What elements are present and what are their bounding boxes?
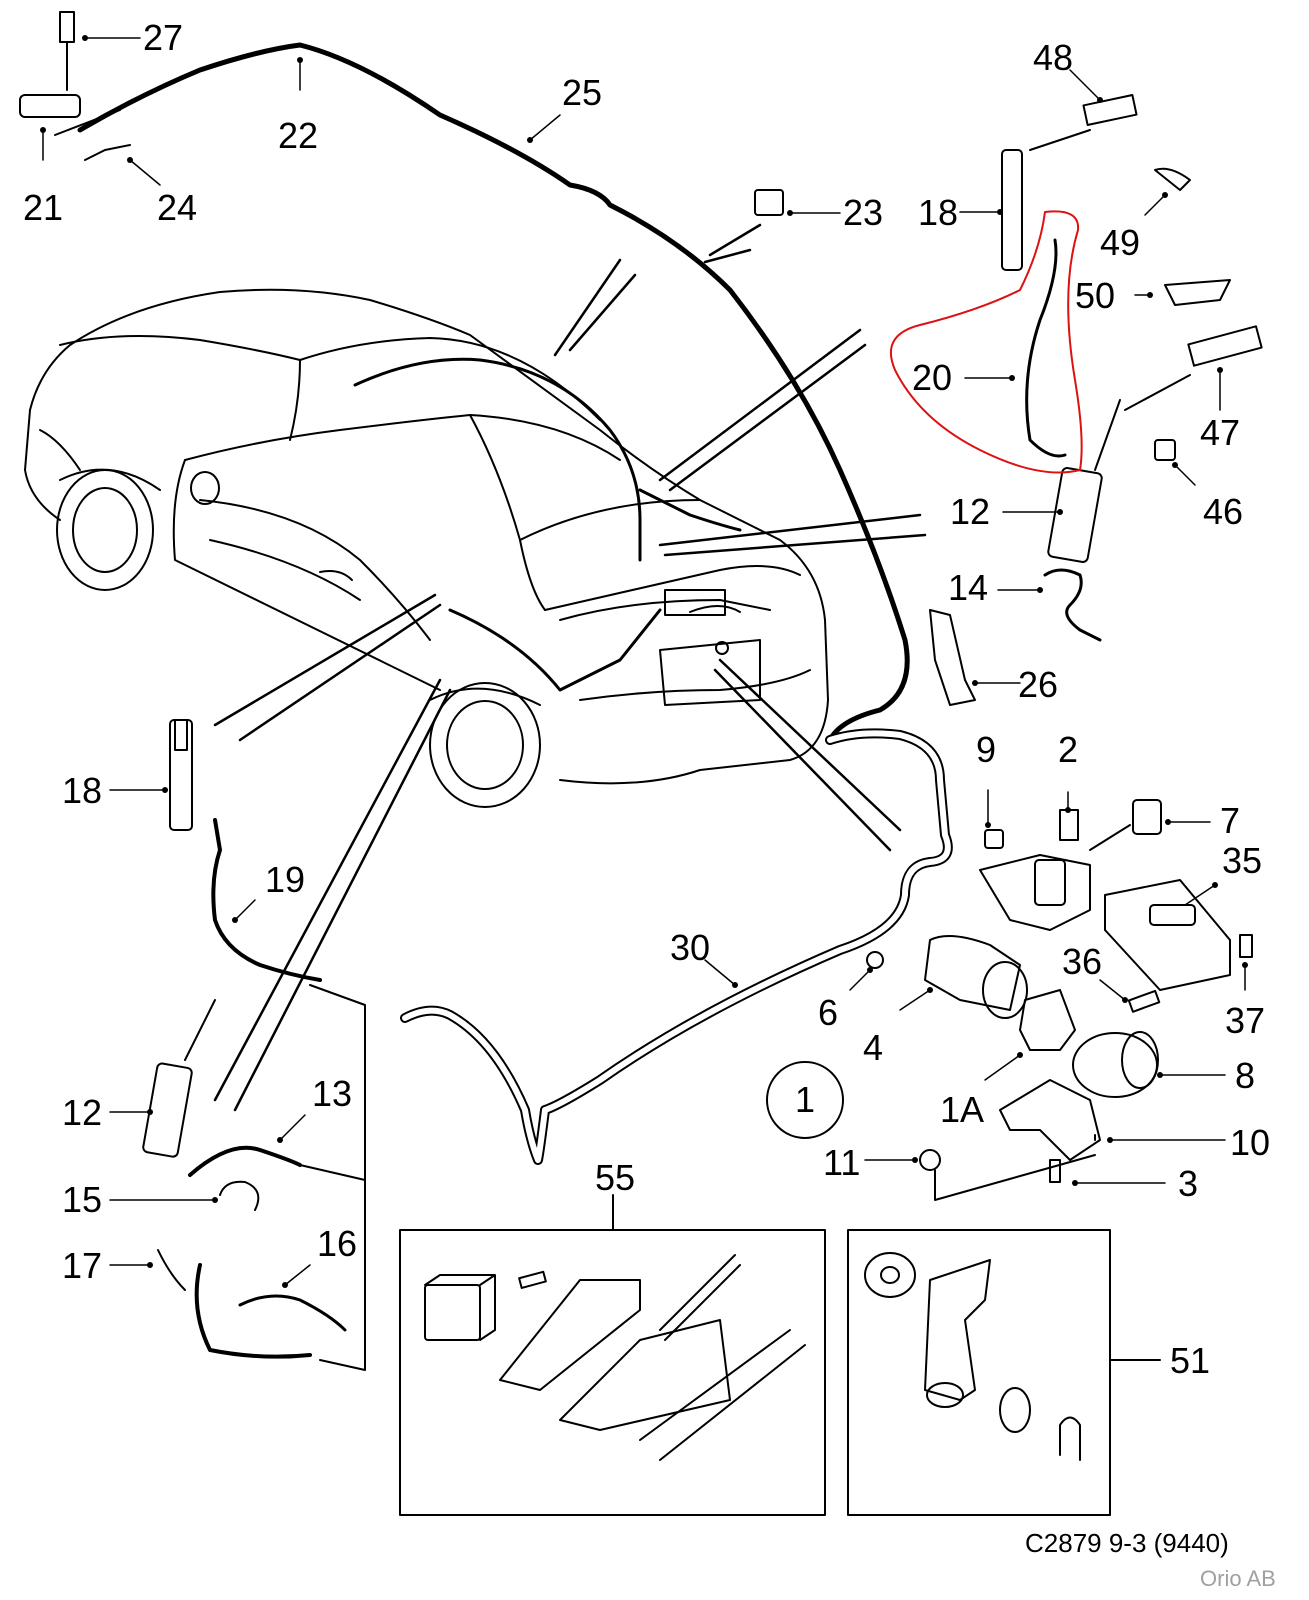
callout-49: 49 (1100, 222, 1141, 263)
callout-17: 17 (62, 1245, 103, 1286)
callout-10: 10 (1230, 1122, 1271, 1163)
callout-7: 7 (1220, 800, 1241, 841)
callout-24: 24 (157, 187, 198, 228)
callout-12-right: 12 (950, 491, 991, 532)
callout-35: 35 (1222, 840, 1263, 881)
callout-leaders (42, 37, 1246, 1286)
callout-30: 30 (670, 927, 711, 968)
callout-20: 20 (912, 357, 953, 398)
callout-12-left: 12 (62, 1092, 103, 1133)
callout-14: 14 (948, 567, 989, 608)
callout-15: 15 (62, 1179, 103, 1220)
callout-48: 48 (1033, 37, 1074, 78)
car-illustration (24, 288, 829, 808)
copyright-label: Orio AB (1200, 1566, 1276, 1591)
hose-30-inner (402, 730, 951, 1163)
callout-37: 37 (1225, 1000, 1266, 1041)
callout-50: 50 (1075, 275, 1116, 316)
callout-19: 19 (265, 859, 306, 900)
leader-lines (213, 223, 927, 1112)
callout-27: 27 (143, 17, 184, 58)
callout-1: 1 (795, 1079, 816, 1120)
callout-6: 6 (818, 992, 839, 1033)
callout-23: 23 (843, 192, 884, 233)
callout-36: 36 (1062, 941, 1103, 982)
callout-26: 26 (1018, 664, 1059, 705)
callout-16: 16 (317, 1223, 358, 1264)
callout-1A: 1A (940, 1089, 985, 1130)
callout-25: 25 (562, 72, 603, 113)
callout-51: 51 (1170, 1340, 1211, 1381)
parts-left (19, 11, 366, 1371)
highlight-ring-20 (890, 210, 1083, 474)
hose-22-25 (77, 42, 910, 743)
callout-13: 13 (312, 1073, 353, 1114)
callout-2: 2 (1058, 729, 1079, 770)
callout-18-top: 18 (918, 192, 959, 233)
assembly-circle (766, 1061, 844, 1139)
kit-51 (847, 1229, 1161, 1516)
hose-19 (211, 818, 322, 982)
callout-55: 55 (595, 1157, 636, 1198)
callout-22: 22 (278, 115, 319, 156)
diagram-code: C2879 9-3 (9440) (1025, 1528, 1229, 1558)
callout-dots (40, 35, 1248, 1288)
callout-46: 46 (1203, 491, 1244, 532)
kit-55 (399, 1194, 826, 1516)
callout-8: 8 (1235, 1055, 1256, 1096)
callout-4: 4 (863, 1027, 884, 1068)
parts-right-cluster (866, 799, 1253, 1201)
parts-right-top (754, 94, 1263, 706)
callout-21: 21 (23, 187, 64, 228)
callout-9: 9 (976, 729, 997, 770)
callout-11: 11 (823, 1142, 861, 1183)
callout-18-left: 18 (62, 770, 103, 811)
callout-3: 3 (1178, 1163, 1199, 1204)
callout-47: 47 (1200, 412, 1241, 453)
